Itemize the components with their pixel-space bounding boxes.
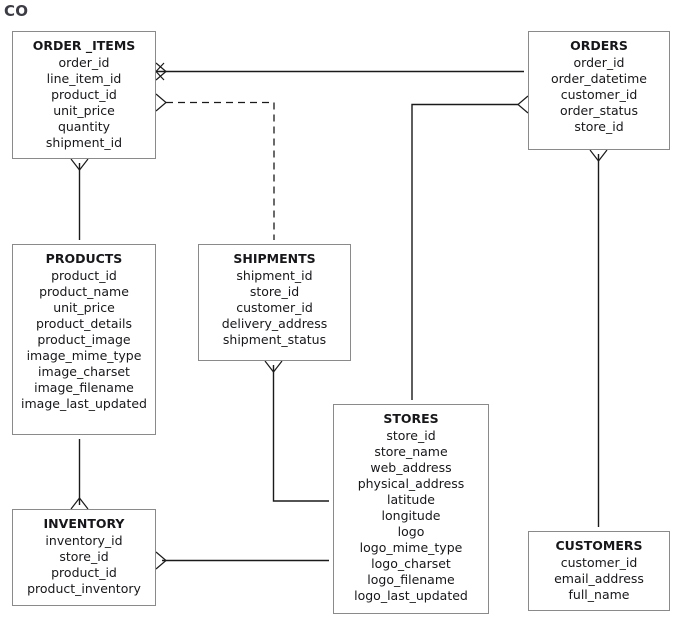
entity-attribute: order_id [573, 55, 625, 70]
entity-attribute: logo_filename [367, 572, 455, 587]
crowsfoot-orders-stores [517, 95, 529, 114]
entity-attribute: store_id [59, 549, 109, 564]
entity-attribute: unit_price [53, 300, 115, 315]
entity-attribute: shipment_id [45, 135, 123, 150]
entity-attribute: store_id [386, 428, 436, 443]
entity-attribute: customer_id [560, 87, 638, 102]
relationship-inventory-products [70, 439, 89, 510]
entity-attribute: order_datetime [550, 71, 647, 86]
entity-attribute: product_id [51, 268, 117, 283]
entity-attribute: product_inventory [27, 581, 141, 596]
entity-attribute: order_id [58, 55, 110, 70]
relationship-inventory-stores [155, 551, 329, 570]
relationship-order-items-products [70, 158, 89, 240]
entity-attribute: quantity [57, 119, 111, 134]
entity-attribute: logo_mime_type [359, 540, 463, 555]
entity-attribute: store_id [249, 284, 300, 299]
entity-attribute: product_id [51, 565, 117, 580]
entity-attribute: image_last_updated [21, 396, 147, 411]
entity-attribute: physical_address [357, 476, 465, 491]
relationship-orders-stores [411, 95, 529, 400]
entity-attribute: product_id [51, 87, 117, 102]
entity-attribute: inventory_id [45, 533, 123, 548]
entity-attribute: order_status [560, 103, 638, 118]
entity-attribute: customer_id [236, 300, 313, 315]
entity-attribute: logo_charset [371, 556, 451, 571]
entity-name: SHIPMENTS [233, 251, 316, 266]
entity-attribute: longitude [381, 508, 441, 523]
entity-attribute: web_address [370, 460, 452, 475]
entity-name: PRODUCTS [45, 251, 123, 266]
entity-attribute: full_name [568, 587, 630, 602]
entity-attribute: shipment_status [222, 332, 327, 347]
entity-attribute: customer_id [560, 555, 638, 570]
entity-attribute: logo [397, 524, 425, 539]
link-order-items-shipments [166, 101, 275, 240]
entity-attribute: product_name [39, 284, 129, 299]
entity-attribute: delivery_address [221, 316, 328, 331]
entity-attribute: product_image [37, 332, 131, 347]
relationship-orders-customers [589, 149, 608, 527]
entity-attribute: logo_last_updated [354, 588, 468, 603]
entity-name: CUSTOMERS [555, 538, 643, 553]
entity-name: INVENTORY [43, 516, 125, 531]
entity-attribute: unit_price [53, 103, 115, 118]
entity-attribute: image_filename [34, 380, 134, 395]
entity-attribute: email_address [554, 571, 644, 586]
page-title: CO [4, 2, 29, 20]
entity-name: ORDER _ITEMS [32, 38, 136, 53]
entity-attribute: store_id [574, 119, 624, 134]
relationship-order-items-orders [155, 62, 524, 81]
entity-attribute: shipment_id [236, 268, 313, 283]
entity-attribute: image_mime_type [26, 348, 142, 363]
crowsfoot-order-items-shipments [155, 93, 167, 112]
entity-attribute: store_name [374, 444, 448, 459]
entity-attribute: latitude [387, 492, 435, 507]
link-shipments-stores [272, 365, 329, 502]
relationship-order-items-shipments [155, 93, 275, 240]
relationship-shipments-stores [264, 360, 329, 502]
entity-name: ORDERS [570, 38, 628, 53]
entity-attribute: line_item_id [46, 71, 122, 86]
entity-attribute: image_charset [38, 364, 130, 379]
entity-attribute: product_details [36, 316, 132, 331]
entity-name: STORES [383, 411, 439, 426]
link-orders-stores [411, 103, 518, 400]
